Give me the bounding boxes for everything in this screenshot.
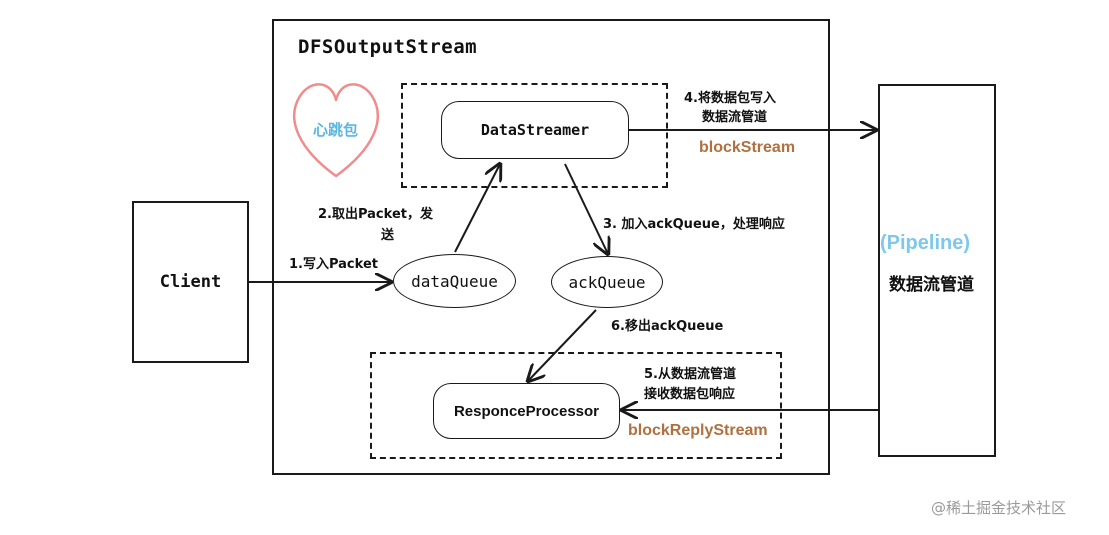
step-4-label-line2: 数据流管道	[702, 110, 768, 125]
dfs-output-stream-title: DFSOutputStream	[298, 36, 478, 58]
heartbeat-label: 心跳包	[313, 121, 359, 139]
data-streamer-group	[401, 83, 668, 188]
data-streamer-label: DataStreamer	[480, 121, 590, 139]
data-queue-label: dataQueue	[411, 271, 498, 291]
data-streamer-node: DataStreamer	[441, 101, 629, 159]
pipeline-box	[878, 84, 996, 457]
step-5-label-line1: 5.从数据流管道	[644, 367, 736, 382]
block-stream-label: blockStream	[699, 139, 796, 156]
block-reply-stream-label: blockReplyStream	[628, 422, 768, 439]
pipeline-label-en: (Pipeline)	[880, 232, 971, 254]
data-queue-node: dataQueue	[393, 254, 516, 308]
step-1-label: 1.写入Packet	[289, 257, 378, 272]
client-label: Client	[159, 272, 222, 292]
step-2-label-line1: 2.取出Packet，发	[318, 207, 433, 222]
step-3-label: 3. 加入ackQueue，处理响应	[603, 217, 785, 232]
ack-queue-label: ackQueue	[568, 272, 646, 292]
ack-queue-node: ackQueue	[551, 256, 663, 308]
watermark: @稀土掘金技术社区	[931, 499, 1067, 517]
step-5-label-line2: 接收数据包响应	[644, 387, 736, 402]
pipeline-label-zh: 数据流管道	[889, 275, 974, 295]
response-processor-label: ResponceProcessor	[453, 402, 600, 420]
response-processor-node: ResponceProcessor	[433, 383, 620, 439]
step-2-label-line2: 送	[381, 228, 395, 243]
step-6-label: 6.移出ackQueue	[611, 319, 724, 334]
step-4-label-line1: 4.将数据包写入	[684, 91, 776, 106]
client-box: Client	[132, 201, 249, 363]
